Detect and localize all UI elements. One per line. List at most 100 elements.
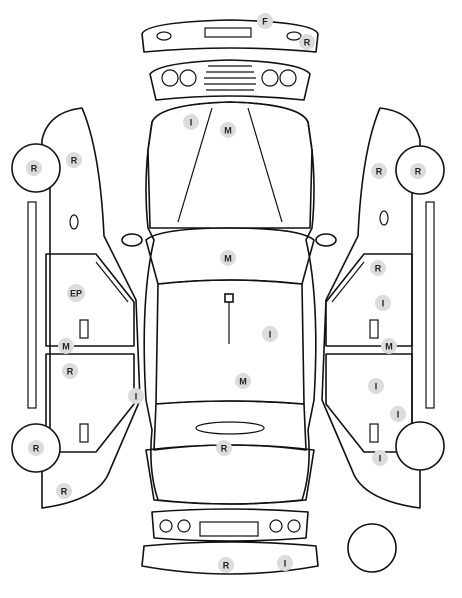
marker-badge — [58, 338, 74, 354]
damage-marker[interactable]: R — [216, 440, 232, 456]
marker-label: I — [379, 454, 382, 464]
marker-badge — [257, 13, 273, 29]
marker-label: M — [224, 126, 232, 136]
damage-marker[interactable]: I — [128, 388, 144, 404]
marker-badge — [277, 555, 293, 571]
damage-marker[interactable]: R — [370, 260, 386, 276]
damage-marker[interactable]: F — [257, 13, 273, 29]
marker-badge — [262, 326, 278, 342]
marker-label: M — [239, 377, 247, 387]
marker-label: R — [33, 444, 40, 454]
marker-label: I — [382, 299, 385, 309]
damage-marker[interactable]: R — [62, 363, 78, 379]
left-sill[interactable] — [27, 201, 37, 409]
damage-marker[interactable]: I — [277, 555, 293, 571]
damage-marker[interactable]: R — [410, 163, 426, 179]
marker-badge — [183, 114, 199, 130]
damage-marker[interactable]: I — [368, 378, 384, 394]
rear-bumper[interactable] — [141, 541, 319, 575]
damage-marker[interactable]: R — [299, 34, 315, 50]
marker-badge — [216, 440, 232, 456]
marker-label: I — [284, 559, 287, 569]
marker-label: I — [190, 118, 193, 128]
marker-label: I — [269, 330, 272, 340]
marker-label: R — [223, 561, 230, 571]
damage-marker[interactable]: M — [220, 122, 236, 138]
damage-marker[interactable]: R — [218, 557, 234, 573]
marker-badge — [67, 284, 85, 302]
front-fascia[interactable] — [149, 59, 311, 101]
marker-badge — [62, 363, 78, 379]
damage-marker[interactable]: I — [390, 406, 406, 422]
right-mirror[interactable] — [315, 233, 337, 247]
marker-label: R — [304, 38, 311, 48]
left-rear-door[interactable] — [45, 353, 135, 453]
antenna-base — [224, 293, 234, 303]
left-front-door[interactable] — [45, 253, 135, 347]
marker-label: I — [397, 410, 400, 420]
marker-badge — [371, 163, 387, 179]
marker-label: M — [224, 254, 232, 264]
damage-markers: F R I M R R R R M EP R M R I I I M R R R I M I I I R — [26, 13, 426, 573]
marker-badge — [66, 152, 82, 168]
marker-label: R — [71, 156, 78, 166]
damage-marker[interactable]: I — [262, 326, 278, 342]
damage-marker[interactable]: R — [66, 152, 82, 168]
damage-marker[interactable]: I — [375, 295, 391, 311]
trunk[interactable] — [145, 444, 315, 505]
hood[interactable] — [147, 101, 313, 229]
damage-marker[interactable]: EP — [67, 284, 85, 302]
right-rear-wheel[interactable] — [395, 421, 445, 471]
marker-badge — [28, 440, 44, 456]
marker-badge — [390, 406, 406, 422]
marker-label: EP — [70, 289, 82, 299]
marker-badge — [235, 373, 251, 389]
marker-label: I — [375, 382, 378, 392]
right-fuel-cap — [379, 210, 389, 226]
left-mirror[interactable] — [121, 233, 143, 247]
marker-label: R — [31, 164, 38, 174]
marker-badge — [368, 378, 384, 394]
marker-badge — [410, 163, 426, 179]
left-fuel-cap — [69, 214, 79, 230]
marker-label: M — [62, 342, 70, 352]
marker-label: R — [375, 264, 382, 274]
marker-badge — [128, 388, 144, 404]
damage-marker[interactable]: I — [372, 450, 388, 466]
marker-badge — [26, 160, 42, 176]
marker-badge — [299, 34, 315, 50]
right-sill[interactable] — [425, 201, 435, 409]
damage-marker[interactable]: M — [58, 338, 74, 354]
marker-label: F — [262, 17, 268, 27]
marker-label: R — [221, 444, 228, 454]
rear-fascia[interactable] — [151, 508, 309, 542]
damage-marker[interactable]: R — [26, 160, 42, 176]
marker-badge — [370, 260, 386, 276]
marker-label: I — [135, 392, 138, 402]
right-front-door[interactable] — [325, 253, 413, 347]
damage-marker[interactable]: R — [56, 483, 72, 499]
rear-window[interactable] — [153, 400, 307, 451]
marker-badge — [381, 338, 397, 354]
damage-marker[interactable]: M — [235, 373, 251, 389]
spare-wheel[interactable] — [347, 523, 397, 573]
damage-marker[interactable]: I — [183, 114, 199, 130]
marker-label: R — [415, 167, 422, 177]
marker-label: R — [67, 367, 74, 377]
damage-marker[interactable]: R — [371, 163, 387, 179]
marker-badge — [56, 483, 72, 499]
marker-badge — [218, 557, 234, 573]
roof[interactable] — [155, 279, 305, 405]
marker-badge — [220, 122, 236, 138]
marker-label: M — [385, 342, 393, 352]
marker-label: R — [376, 167, 383, 177]
marker-badge — [220, 250, 236, 266]
damage-marker[interactable]: M — [381, 338, 397, 354]
marker-badge — [372, 450, 388, 466]
marker-badge — [375, 295, 391, 311]
marker-label: R — [61, 487, 68, 497]
damage-marker[interactable]: M — [220, 250, 236, 266]
damage-marker[interactable]: R — [28, 440, 44, 456]
front-bumper[interactable] — [141, 19, 319, 53]
